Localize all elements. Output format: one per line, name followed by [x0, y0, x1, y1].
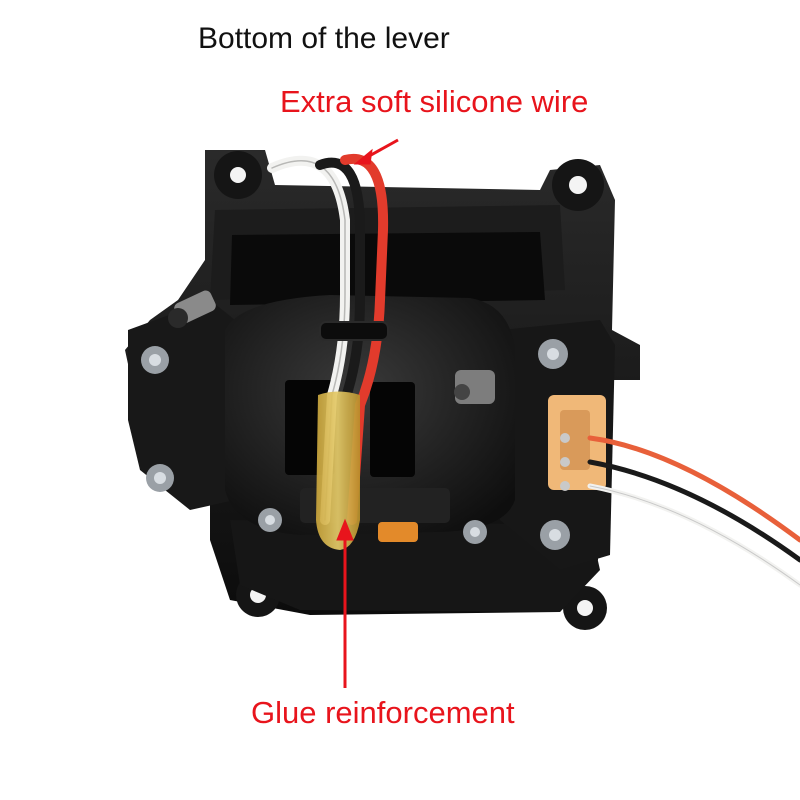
glue-annotation-arrow [336, 518, 354, 688]
wire-annotation-label: Extra soft silicone wire [280, 84, 589, 119]
gimbal-drum [225, 295, 515, 544]
left-bracket [128, 290, 235, 510]
glue-reinforcement [316, 391, 360, 550]
silicone-wires [267, 153, 800, 588]
wire-annotation-arrow [353, 138, 399, 165]
right-bracket [500, 320, 615, 570]
glue-annotation-label: Glue reinforcement [251, 695, 515, 730]
photo-title: Bottom of the lever [198, 22, 450, 55]
